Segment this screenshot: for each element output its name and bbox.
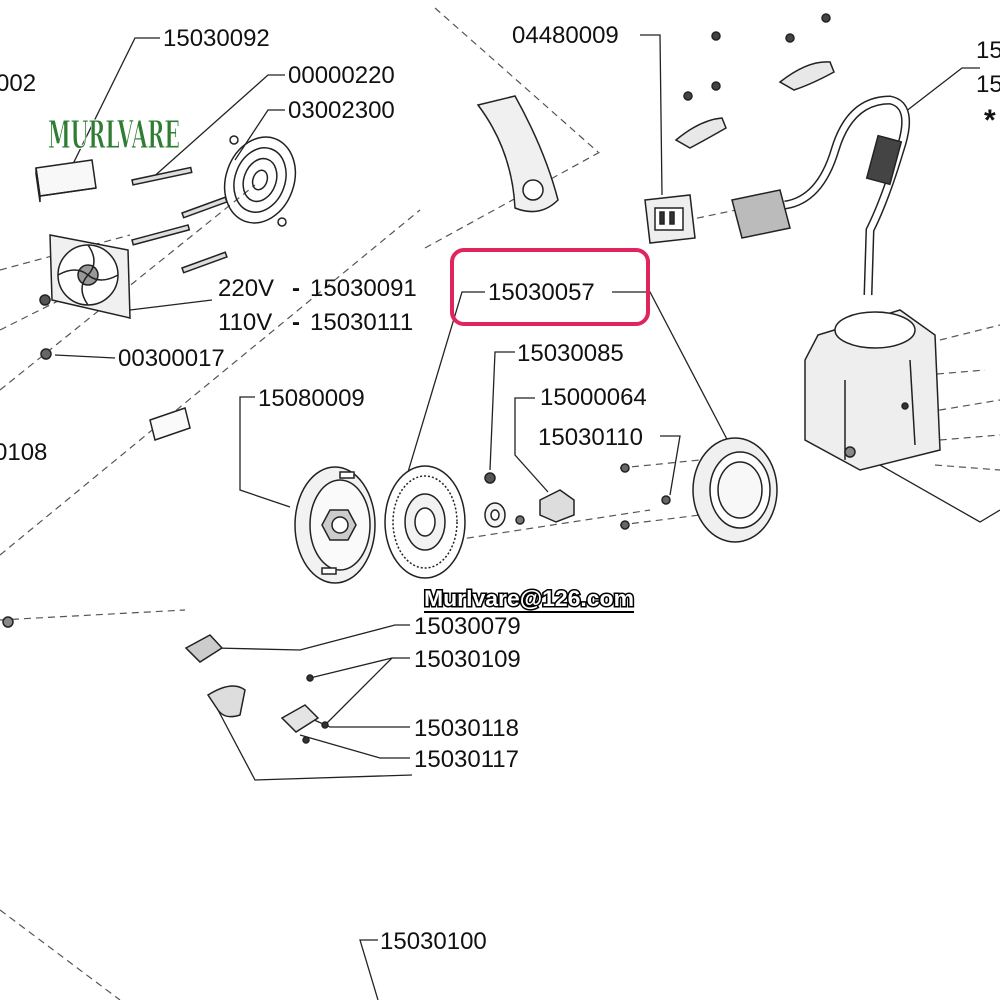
label-04480009: 04480009 — [512, 22, 619, 49]
email-text: Murlvare@126.com — [424, 586, 634, 611]
label-00300017: 00300017 — [118, 345, 225, 372]
fan-grill-part — [223, 135, 297, 227]
long-screws-part — [131, 166, 228, 274]
label-15-b: 15 — [976, 71, 1000, 98]
control-board-part — [35, 159, 97, 203]
edge-screw-part — [2, 616, 14, 628]
label-15030109: 15030109 — [414, 646, 521, 673]
label-00000220: 00000220 — [288, 62, 395, 89]
part-labels: 15030092 002 00000220 03002300 04480009 … — [0, 22, 1000, 955]
power-socket-part — [644, 194, 696, 244]
highlight-box — [450, 248, 650, 326]
label-15030111: 15030111 — [310, 309, 413, 336]
parts-drawings — [2, 13, 941, 744]
burr-disc-part — [384, 465, 466, 579]
email-watermark: Murlvare@126.com — [423, 585, 636, 613]
label-dash-1: - — [292, 275, 300, 302]
label-15030057: 15030057 — [488, 279, 595, 306]
label-15-a: 15 — [976, 37, 1000, 64]
label-110v: 110V — [218, 309, 272, 336]
label-15030085: 15030085 — [517, 340, 624, 367]
power-cable-part — [731, 95, 911, 296]
label-15030117: 15030117 — [414, 746, 519, 773]
label-03002300: 03002300 — [288, 97, 395, 124]
clip-bracket-part — [184, 634, 329, 744]
label-15030079: 15030079 — [414, 613, 521, 640]
logo-text: MURLVARE — [48, 112, 180, 157]
nut-part — [40, 348, 52, 360]
label-15000064: 15000064 — [540, 384, 647, 411]
label-plate-part — [149, 407, 191, 441]
burr-carrier-part — [294, 466, 376, 584]
label-15030091: 15030091 — [310, 275, 417, 302]
label-220v: 220V — [218, 275, 274, 302]
grinder-housing-part — [804, 309, 941, 471]
label-dash-2: - — [292, 309, 300, 336]
label-15030100: 15030100 — [380, 928, 487, 955]
adjuster-lever-part — [476, 95, 559, 213]
label-15030092: 15030092 — [163, 25, 270, 52]
label-15030110: 15030110 — [538, 424, 643, 451]
cooling-fan-part — [39, 234, 131, 319]
label-15080009: 15080009 — [258, 385, 365, 412]
label-002: 002 — [0, 70, 36, 97]
washer-bushing-part — [484, 472, 575, 528]
bracket-hardware-part — [674, 13, 835, 149]
upper-burr-ring-part — [620, 437, 778, 543]
label-star: * — [984, 104, 996, 137]
label-0108: 0108 — [0, 439, 47, 466]
label-15030118: 15030118 — [414, 715, 519, 742]
brand-logo: MURLVARE — [48, 112, 181, 158]
